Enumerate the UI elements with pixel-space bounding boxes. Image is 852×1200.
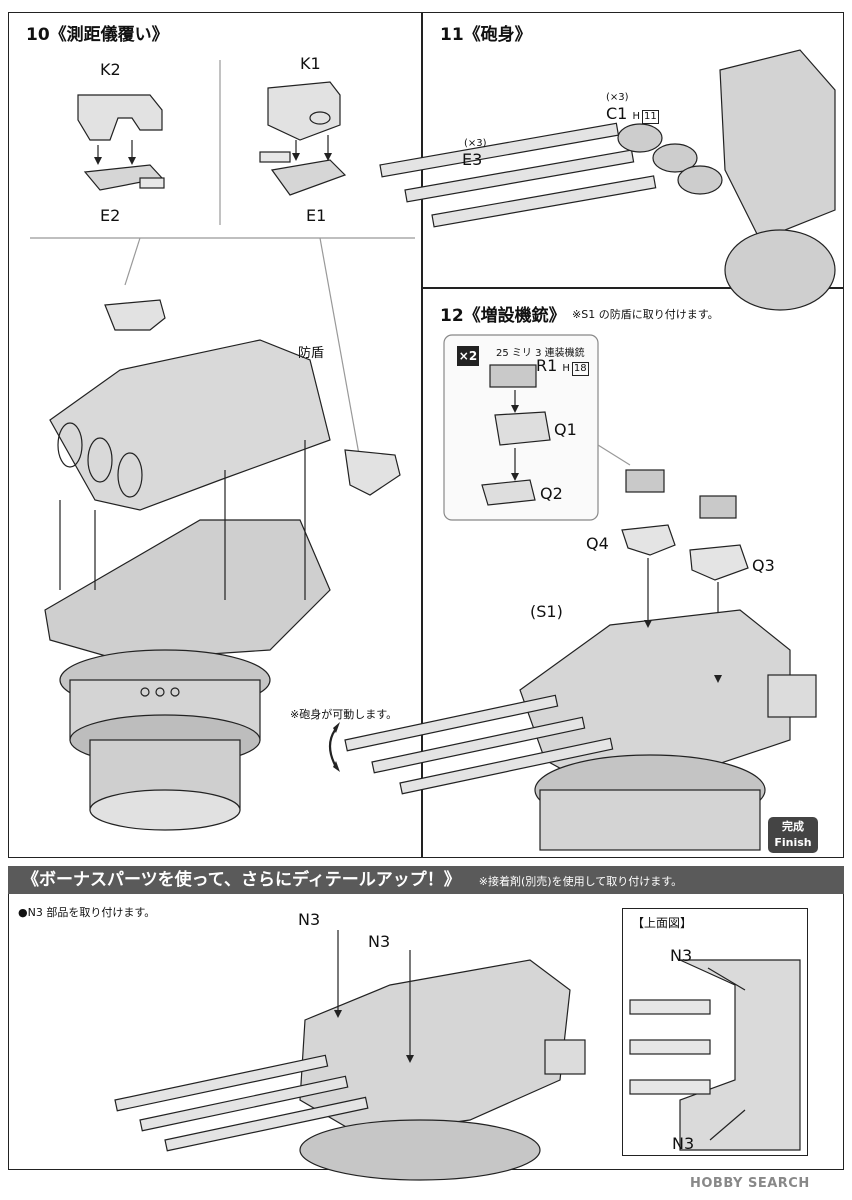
- step12-note: ※S1 の防盾に取り付けます。: [572, 308, 719, 321]
- step12-panel: [422, 288, 844, 858]
- finish-en: Finish: [774, 836, 812, 849]
- finish-badge: 完成 Finish: [768, 817, 818, 853]
- bonus-title-bar: 《ボーナスパーツを使って、さらにディテールアップ！》 ※接着剤(別売)を使用して取…: [8, 866, 844, 894]
- part-q4-label: Q4: [586, 534, 609, 553]
- r1-runner: H: [562, 363, 570, 374]
- top-view-panel: [622, 908, 808, 1156]
- part-q2-label: Q2: [540, 484, 563, 503]
- r1-runner-num: 18: [571, 362, 589, 376]
- c1-qty: (×3): [606, 92, 629, 103]
- part-e3-label: E3: [462, 150, 483, 169]
- part-s1-label: (S1): [530, 602, 563, 621]
- gun-caption: 25 ミリ 3 連装機銃: [496, 348, 585, 359]
- top-view-n3-label-a: N3: [670, 946, 693, 965]
- bonus-n3-label-b: N3: [368, 932, 391, 951]
- part-q1-label: Q1: [554, 420, 577, 439]
- movable-note: ※砲身が可動します。: [290, 708, 398, 721]
- part-e1-label: E1: [306, 206, 327, 225]
- bonus-sub: ※接着剤(別売)を使用して取り付けます。: [478, 875, 683, 888]
- c1-runner: H: [632, 111, 640, 122]
- multiplier-badge: ×2: [457, 346, 479, 366]
- step10-title: 10《測距儀覆い》: [26, 25, 169, 45]
- top-view-title: 【上面図】: [632, 916, 693, 930]
- step11-panel: [422, 12, 844, 288]
- step10-panel: [8, 12, 422, 858]
- bonus-instruction: ●N3 部品を取り付けます。: [18, 906, 156, 919]
- step12-title: 12《増設機銃》: [440, 306, 566, 326]
- bonus-title: 《ボーナスパーツを使って、さらにディテールアップ！》: [22, 870, 461, 890]
- top-view-n3-label-b: N3: [672, 1134, 695, 1153]
- e3-qty: (×3): [464, 138, 487, 149]
- finish-jp: 完成: [782, 820, 804, 833]
- shield-label: 防盾: [298, 346, 325, 361]
- part-e2-label: E2: [100, 206, 121, 225]
- bonus-n3-label-a: N3: [298, 910, 321, 929]
- c1-runner-num: 11: [641, 110, 659, 124]
- r1-label: R1: [536, 356, 558, 375]
- c1-label: C1: [606, 104, 628, 123]
- step11-title: 11《砲身》: [440, 25, 532, 45]
- part-k2-label: K2: [100, 60, 121, 79]
- part-k1-label: K1: [300, 54, 321, 73]
- watermark-logo: HOBBY SEARCH: [690, 1176, 810, 1191]
- part-q3-label: Q3: [752, 556, 775, 575]
